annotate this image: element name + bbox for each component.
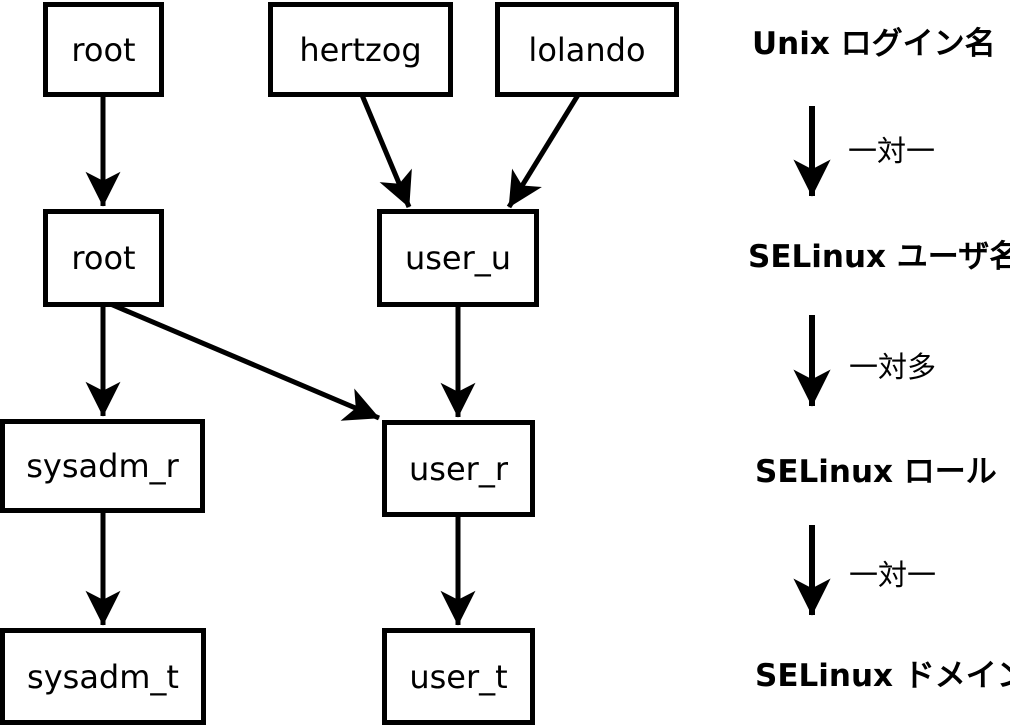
legend-relation-one-to-one-2: 一対一 (849, 558, 937, 592)
node-domain-sysadm-t: sysadm_t (0, 628, 206, 725)
edge-hertzog-to-useru (359, 94, 412, 208)
legend-level-selinux-role: SELinux ロール (755, 454, 997, 490)
node-domain-user-t: user_t (382, 628, 535, 725)
node-role-sysadm-r: sysadm_r (0, 419, 205, 513)
node-unix-lolando: lolando (495, 2, 679, 97)
node-role-user-r: user_r (382, 420, 535, 517)
node-selinux-root: root (43, 209, 164, 307)
edge-selinuxroot-to-userr (107, 300, 380, 421)
legend-level-selinux-user: SELinux ユーザ名 (748, 239, 1010, 275)
legend-level-unix-login: Unix ログイン名 (752, 26, 996, 62)
legend-relation-one-to-many: 一対多 (849, 350, 937, 384)
legend-relation-one-to-one-1: 一対一 (848, 134, 936, 168)
node-selinux-user-u: user_u (377, 209, 539, 307)
node-unix-hertzog: hertzog (268, 2, 453, 97)
edge-lolando-to-useru (506, 93, 581, 209)
node-unix-root: root (43, 2, 164, 97)
legend-level-selinux-domain: SELinux ドメイン (755, 658, 1010, 694)
